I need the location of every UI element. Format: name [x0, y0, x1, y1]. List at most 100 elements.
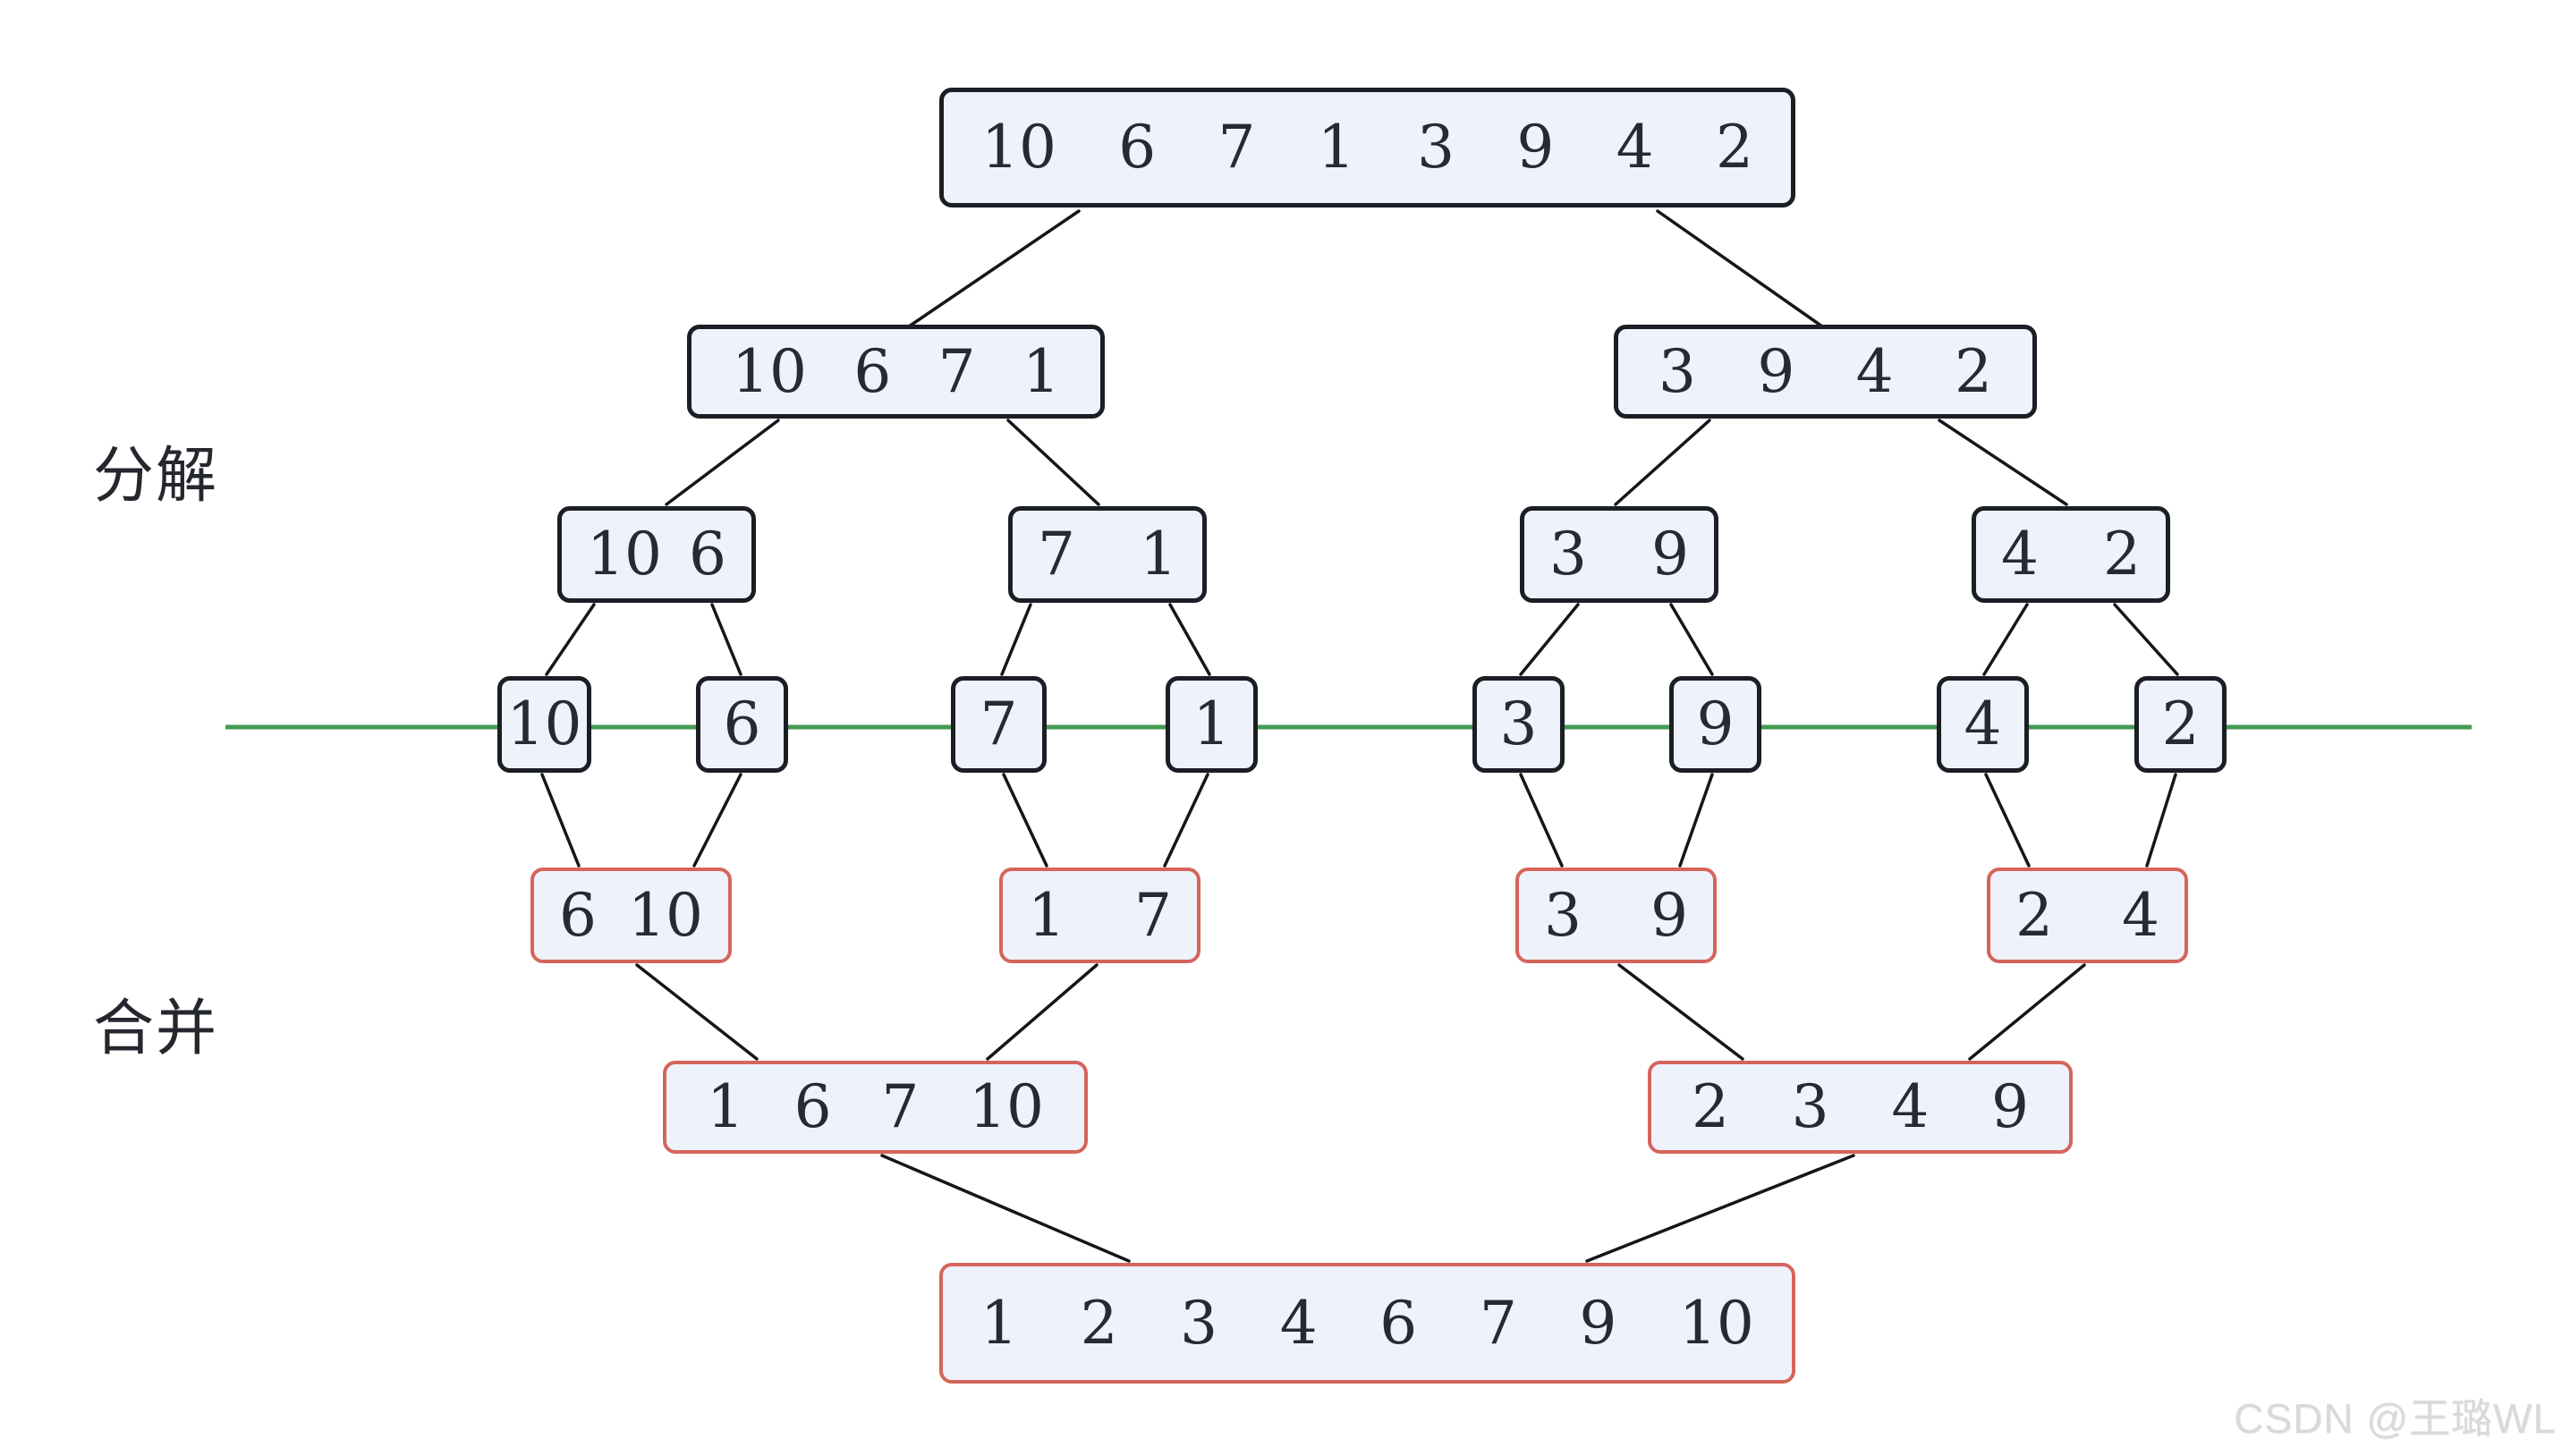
array-element: 3 [1549, 520, 1587, 588]
array-element: 6 [1118, 113, 1157, 182]
merge-phase-label: 合并 [93, 995, 219, 1062]
array-element: 4 [1279, 1288, 1318, 1358]
node-single-3: 3 [1472, 676, 1565, 773]
node-single-1: 1 [1166, 676, 1258, 773]
array-element: 10 [506, 690, 582, 758]
array-element: 6 [1379, 1288, 1418, 1358]
edge [986, 963, 1099, 1061]
array-element: 2 [2103, 520, 2141, 588]
edge [1000, 603, 1032, 676]
array-element: 6 [559, 880, 597, 950]
edge [1006, 419, 1100, 506]
edge [540, 773, 581, 868]
edge [1968, 963, 2086, 1061]
array-element: 7 [1134, 880, 1172, 950]
array-element: 10 [732, 336, 807, 406]
array-element: 2 [2161, 690, 2200, 758]
array-element: 2 [1080, 1288, 1118, 1358]
array-element: 7 [1479, 1288, 1517, 1358]
array-element: 6 [853, 336, 892, 406]
array-element: 10 [587, 520, 662, 588]
edge [635, 963, 759, 1061]
array-element: 3 [1499, 690, 1538, 758]
array-element: 7 [937, 336, 976, 406]
edge [1617, 963, 1744, 1061]
decompose-phase-label: 分解 [93, 442, 219, 510]
csdn-watermark: CSDN @王璐WL [2234, 1395, 2557, 1442]
edge [880, 1154, 1131, 1263]
array-element: 1 [1140, 520, 1177, 588]
array-element: 10 [969, 1072, 1044, 1141]
array-element: 4 [1616, 113, 1654, 182]
array-element: 1 [1317, 113, 1355, 182]
array-element: 6 [723, 690, 761, 758]
array-element: 6 [793, 1072, 832, 1141]
array-element: 2 [1954, 336, 1992, 406]
edge [1678, 773, 1714, 868]
array-element: 3 [1544, 880, 1582, 950]
edge [907, 209, 1081, 328]
array-element: 2 [1715, 113, 1753, 182]
array-element: 2 [2015, 880, 2053, 950]
array-element: 9 [1696, 690, 1735, 758]
array-element: 1 [1192, 690, 1231, 758]
edge [1982, 603, 2029, 676]
array-element: 4 [2001, 520, 2039, 588]
array-element: 4 [1855, 336, 1894, 406]
array-element: 4 [1891, 1072, 1930, 1141]
edge [1938, 419, 2068, 506]
array-element: 2 [1692, 1072, 1729, 1141]
array-element: 4 [1964, 690, 2002, 758]
array-element: 1 [1028, 880, 1065, 950]
array-element: 9 [1757, 336, 1795, 406]
array-element: 3 [1417, 113, 1455, 182]
array-element: 10 [981, 113, 1056, 182]
edge [665, 419, 780, 506]
edge [710, 603, 742, 676]
edge [1614, 419, 1711, 506]
array-element: 4 [2122, 880, 2159, 950]
array-element: 3 [1791, 1072, 1829, 1141]
node-merge-pair-6-10: 6 10 [530, 868, 732, 963]
array-element: 10 [1678, 1288, 1754, 1358]
edge [1519, 773, 1564, 868]
array-element: 9 [1579, 1288, 1617, 1358]
node-single-4: 4 [1937, 676, 2029, 773]
array-element: 9 [1650, 880, 1688, 950]
edge [692, 773, 742, 868]
edge [1168, 603, 1211, 676]
edge [1669, 603, 1714, 676]
edge [1984, 773, 2031, 868]
edge [1002, 773, 1048, 868]
node-single-10: 10 [497, 676, 591, 773]
array-element: 7 [1217, 113, 1256, 182]
edge [1163, 773, 1209, 868]
node-single-2: 2 [2134, 676, 2227, 773]
edge [2113, 603, 2179, 676]
array-element: 9 [1990, 1072, 2029, 1141]
edge [545, 603, 596, 676]
edge [1656, 209, 1824, 328]
array-element: 1 [980, 1288, 1018, 1358]
array-element: 10 [628, 880, 703, 950]
node-single-6: 6 [696, 676, 788, 773]
node-single-7: 7 [951, 676, 1047, 773]
array-element: 3 [1180, 1288, 1218, 1358]
edge [1585, 1154, 1855, 1263]
array-element: 7 [1038, 520, 1075, 588]
array-element: 7 [980, 690, 1018, 758]
